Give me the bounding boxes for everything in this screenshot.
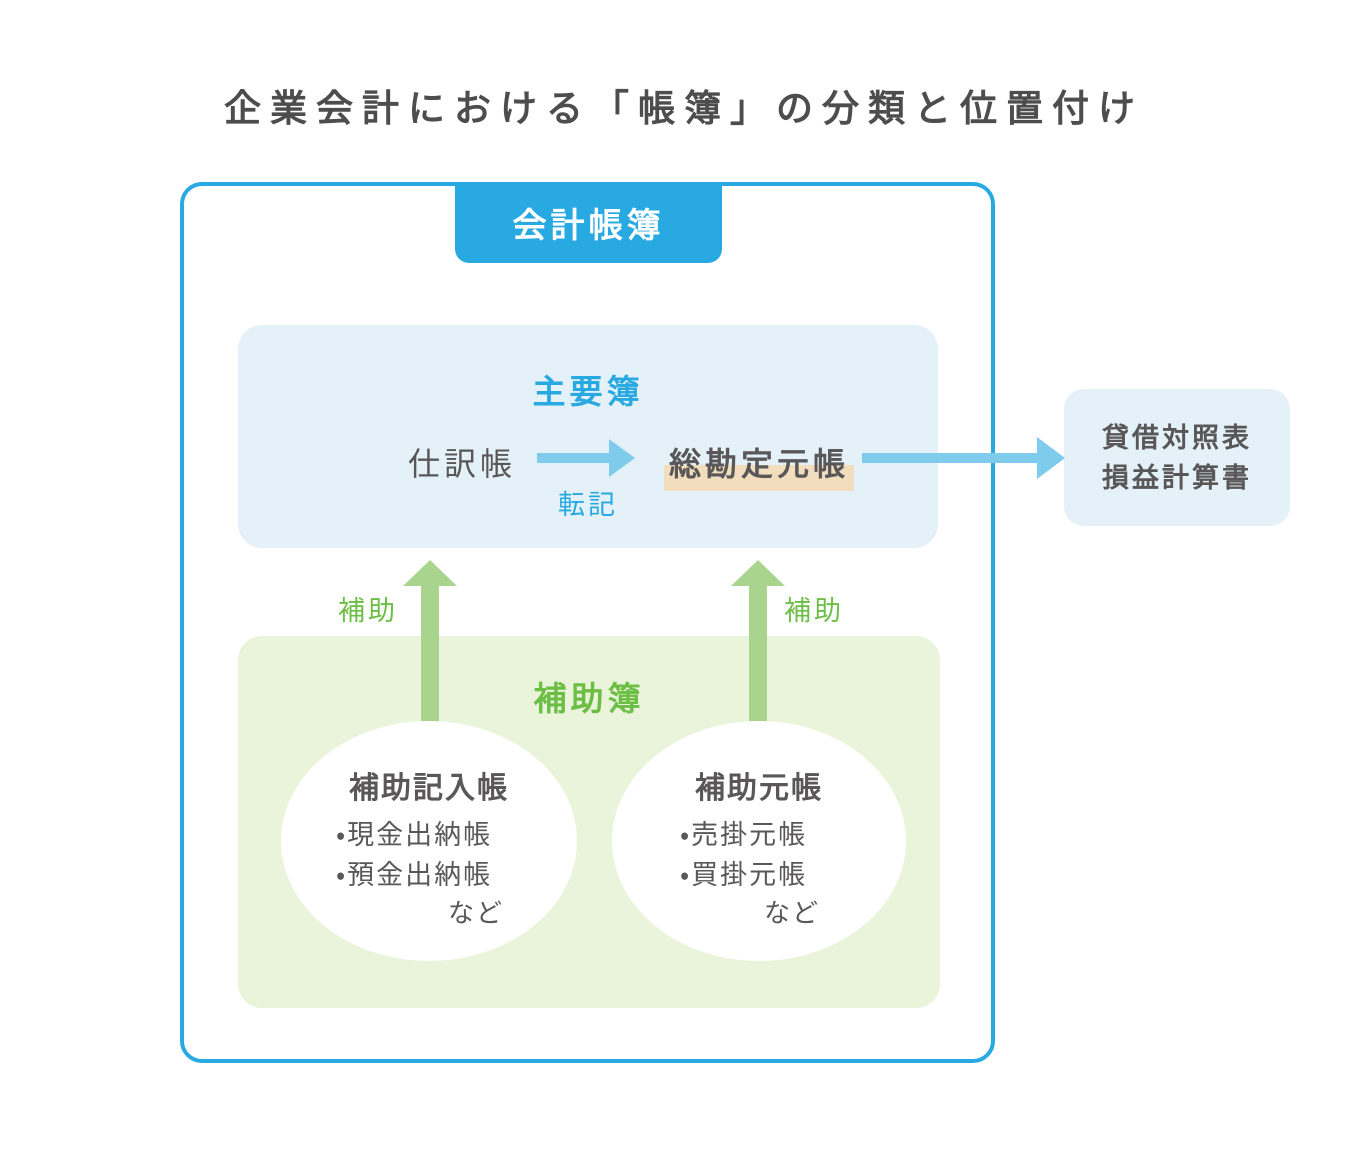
accounting-books-container — [180, 182, 995, 1063]
balance-sheet-label: 貸借対照表 — [1102, 422, 1252, 453]
list-item: ・買掛元帳 — [680, 860, 808, 890]
posting-label: 転記 — [558, 490, 618, 520]
auxiliary-arrow-left-stem — [421, 584, 439, 734]
posting-arrow-stem — [537, 453, 611, 463]
general-ledger-label: 総勘定元帳 — [664, 437, 855, 491]
auxiliary-arrow-right-head-icon — [731, 560, 785, 586]
auxiliary-label-left: 補助 — [338, 596, 398, 626]
page-title: 企業会計における「帳簿」の分類と位置付け — [224, 88, 1144, 129]
statements-arrow-head-icon — [1037, 437, 1065, 479]
auxiliary-arrow-right-stem — [749, 584, 767, 734]
general-ledger-highlight: 総勘定元帳 — [664, 437, 855, 491]
income-statement-label: 損益計算書 — [1102, 462, 1252, 493]
journal-label: 仕訳帳 — [408, 446, 517, 482]
subsidiary-ledgers-ellipse: 補助元帳 ・売掛元帳 ・買掛元帳 など — [612, 721, 906, 961]
subsidiary-entry-books-ellipse: 補助記入帳 ・現金出納帳 ・預金出納帳 など — [281, 721, 577, 961]
list-more-label: など — [763, 898, 820, 928]
list-item: ・預金出納帳 — [336, 860, 493, 890]
subsidiary-books-label: 補助簿 — [533, 680, 645, 717]
statements-arrow-stem — [862, 453, 1038, 463]
subsidiary-ledgers-heading: 補助元帳 — [695, 772, 823, 805]
list-item: ・売掛元帳 — [680, 820, 808, 850]
posting-arrow-head-icon — [609, 439, 635, 477]
auxiliary-arrow-left-head-icon — [403, 560, 457, 586]
subsidiary-entry-books-heading: 補助記入帳 — [349, 772, 509, 805]
financial-statements-box: 貸借対照表 損益計算書 — [1064, 389, 1290, 526]
list-item: ・現金出納帳 — [336, 820, 493, 850]
accounting-books-tab: 会計帳簿 — [455, 182, 722, 263]
accounting-books-tab-label: 会計帳簿 — [512, 207, 665, 245]
main-books-label: 主要簿 — [532, 373, 644, 410]
auxiliary-label-right: 補助 — [784, 596, 844, 626]
main-books-box: 主要簿 仕訳帳 転記 総勘定元帳 — [238, 325, 938, 548]
list-more-label: など — [447, 898, 504, 928]
